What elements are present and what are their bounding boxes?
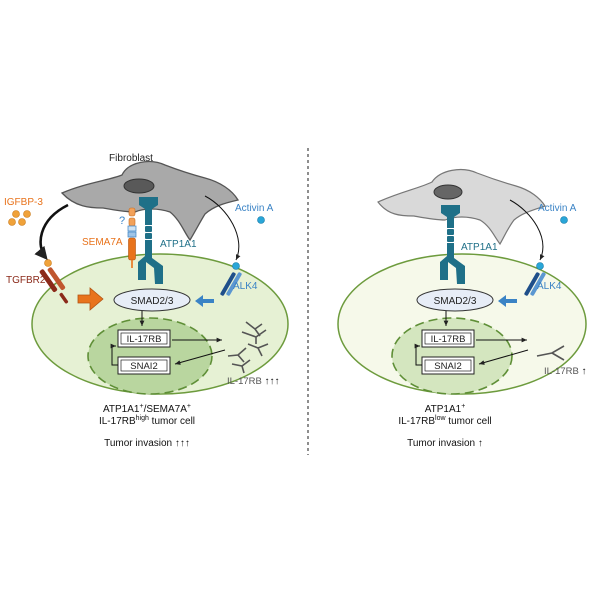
smad23-label-right: SMAD2/3 — [434, 296, 477, 307]
alk4-label-left: ALK4 — [233, 281, 258, 292]
igfbp3-bound-dot — [44, 259, 52, 267]
il17rb-feedback-arrow-right — [478, 349, 529, 365]
nucleus-right — [391, 317, 513, 395]
activin-a-dot-left — [257, 216, 265, 224]
il17rb-level-arrows-right: ↑ — [582, 366, 587, 377]
il17rb-level-arrows-left: ↑↑↑ — [265, 376, 280, 387]
alk4-label-right: ALK4 — [537, 281, 562, 292]
right-panel: ATP1A1 Activin A ALK4 SMAD2/3 IL-17RB SN… — [337, 169, 587, 449]
fibroblast-label: Fibroblast — [109, 153, 153, 164]
activin-a-arrow-right — [509, 199, 545, 261]
caption-line2-left: IL-17RBhigh tumor cell — [99, 415, 195, 427]
activin-a-arrow-left — [204, 195, 241, 261]
tgfbr2-receptor — [39, 267, 69, 304]
fibroblast-right — [377, 169, 546, 246]
atp1a1-protein-right — [440, 205, 465, 284]
activin-a-label-right: Activin A — [538, 203, 577, 214]
alk4-signal-arrow-left — [195, 295, 214, 307]
il17rb-gene-right: IL-17RB — [421, 329, 475, 348]
sema7a-label: SEMA7A — [82, 237, 123, 248]
il17rb-receptor-right — [536, 345, 565, 361]
tumor-invasion-right: Tumor invasion ↑ — [407, 438, 483, 449]
svg-text:IL-17RB: IL-17RB — [431, 334, 466, 345]
svg-text:SNAI2: SNAI2 — [434, 361, 461, 372]
igfbp3-label: IGFBP-3 — [4, 197, 43, 208]
tgfbr2-signal-arrow — [77, 287, 104, 311]
il17rb-receptors-left — [227, 321, 269, 374]
activin-a-bound-right — [536, 262, 544, 270]
sema7a-binding-site — [127, 225, 137, 238]
fibroblast-nucleus-left — [123, 178, 155, 194]
activin-a-label-left: Activin A — [235, 203, 274, 214]
svg-text:IL-17RB: IL-17RB — [127, 334, 162, 345]
snai2-gene-left: SNAI2 — [117, 356, 171, 375]
alk4-receptor-right — [524, 272, 546, 296]
igfbp3-secretion-arrow — [34, 203, 69, 260]
nucleus-left — [87, 317, 213, 395]
igfbp3-dots — [8, 210, 31, 226]
fibroblast-nucleus-right — [433, 184, 463, 200]
il17rb-feedback-arrow-left — [174, 349, 226, 365]
caption-line1-left: ATP1A1+/SEMA7A+ — [103, 403, 191, 415]
smad23-left — [113, 288, 191, 312]
atp1a1-label-right: ATP1A1 — [461, 242, 498, 253]
tumor-invasion-left: Tumor invasion ↑↑↑ — [104, 438, 190, 449]
left-panel: Fibroblast IGFBP-3 TGFBR2 ? — [4, 153, 289, 449]
tgfbr2-label: TGFBR2 — [6, 275, 46, 286]
tumor-invasion-arrows-right: ↑ — [478, 438, 483, 449]
snai2-to-il17rb-arrow-left — [110, 343, 118, 366]
il17rb-gene-left: IL-17RB — [117, 329, 171, 348]
caption-line2-right: IL-17RBlow tumor cell — [398, 415, 491, 427]
alk4-signal-arrow-right — [498, 295, 517, 307]
activin-a-bound-left — [232, 262, 240, 270]
svg-text:SNAI2: SNAI2 — [130, 361, 157, 372]
sema7a-protein — [128, 207, 136, 268]
smad23-right — [416, 288, 494, 312]
smad23-label-left: SMAD2/3 — [131, 296, 174, 307]
il17rb-level-label-right: IL-17RB ↑ — [544, 366, 587, 377]
question-mark: ? — [119, 215, 125, 227]
tumor-invasion-arrows-left: ↑↑↑ — [175, 438, 190, 449]
alk4-receptor-left — [220, 272, 242, 296]
snai2-to-il17rb-arrow-right — [414, 343, 422, 366]
atp1a1-protein-left — [138, 197, 163, 284]
il17rb-level-label-left: IL-17RB ↑↑↑ — [227, 376, 280, 387]
atp1a1-label-left: ATP1A1 — [160, 239, 197, 250]
caption-line1-right: ATP1A1+ — [425, 403, 466, 415]
activin-a-dot-right — [560, 216, 568, 224]
snai2-gene-right: SNAI2 — [421, 356, 475, 375]
